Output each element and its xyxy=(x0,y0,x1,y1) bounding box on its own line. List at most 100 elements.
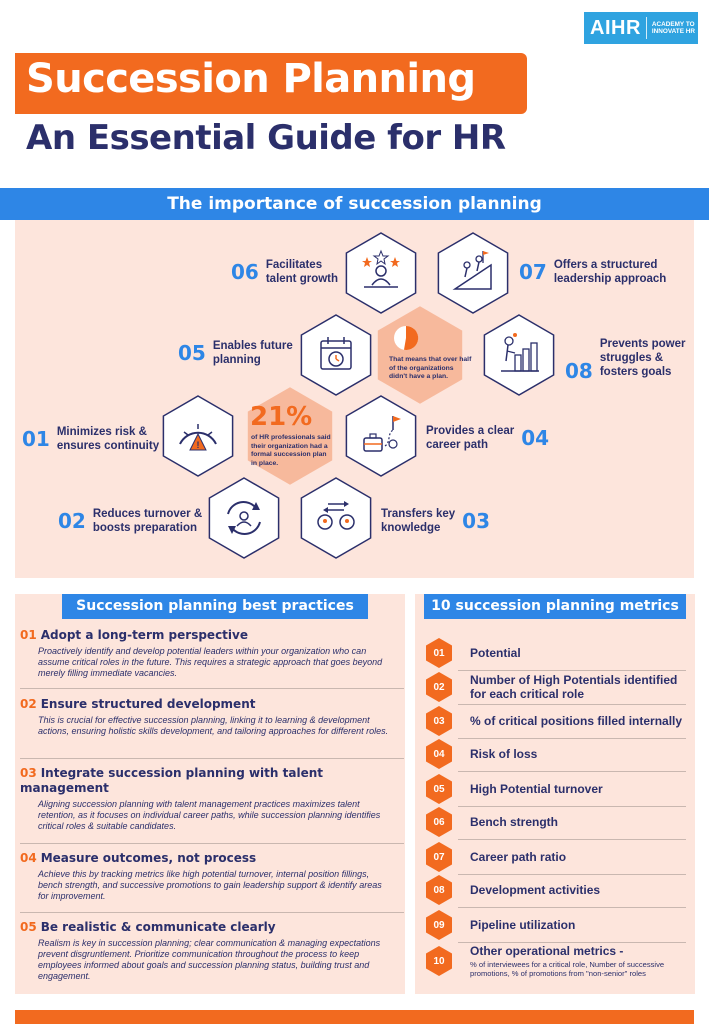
importance-label: Minimizes risk & ensures continuity xyxy=(56,426,160,452)
divider xyxy=(20,843,404,844)
practice-description: Aligning succession planning with talent… xyxy=(38,799,381,831)
metric-label: Pipeline utilization xyxy=(470,918,576,932)
knowledge-transfer-icon xyxy=(300,477,372,559)
importance-label: Prevents power struggles & fosters goals xyxy=(599,338,686,378)
divider xyxy=(458,771,686,772)
metric-number: 08 xyxy=(433,884,445,896)
turnover-cycle-icon xyxy=(208,477,280,559)
leadership-climb-icon xyxy=(437,232,509,314)
metric-label: Other operational metrics -% of intervie… xyxy=(470,944,695,978)
logo-wordmark: AIHR xyxy=(590,16,641,39)
metric-number-badge: 10 xyxy=(425,946,453,976)
metric-label: Bench strength xyxy=(470,815,559,829)
metric-item-04: 04 Risk of loss xyxy=(425,739,695,769)
career-path-icon xyxy=(345,395,417,477)
best-practices-heading: Succession planning best practices xyxy=(62,594,368,619)
importance-number: 06 xyxy=(231,260,259,284)
importance-number: 03 xyxy=(462,509,491,533)
metric-item-09: 09 Pipeline utilization xyxy=(425,910,695,940)
divider xyxy=(458,704,686,705)
stat-half-description: That means that over half of the organiz… xyxy=(389,356,472,380)
metric-number: 09 xyxy=(433,919,445,931)
divider xyxy=(20,758,404,759)
footer-bar xyxy=(15,1010,694,1024)
divider xyxy=(20,688,404,689)
metric-label: % of critical positions filled internall… xyxy=(470,714,683,728)
practice-description: Achieve this by tracking metrics like hi… xyxy=(38,869,382,901)
talent-stars-icon xyxy=(345,232,417,314)
importance-label: Reduces turnover & boosts preparation xyxy=(92,508,203,534)
importance-number: 08 xyxy=(565,359,593,383)
metric-item-03: 03 % of critical positions filled interna… xyxy=(425,706,695,736)
divider xyxy=(458,738,686,739)
metric-number-badge: 09 xyxy=(425,910,453,940)
metric-number-badge: 07 xyxy=(425,842,453,872)
importance-item-05: 05 Enables future planning xyxy=(178,339,293,367)
metrics-panel xyxy=(415,594,695,994)
stat-21-percent: 21% xyxy=(250,402,313,432)
metric-number-badge: 03 xyxy=(425,706,453,736)
metric-label: Development activities xyxy=(470,883,601,897)
importance-item-07: 07 Offers a structured leadership approa… xyxy=(519,258,666,286)
metric-number-badge: 02 xyxy=(425,672,453,702)
metric-number-badge: 06 xyxy=(425,807,453,837)
pie-chart-icon xyxy=(394,325,419,350)
metric-item-08: 08 Development activities xyxy=(425,875,695,905)
importance-item-03: 03 Transfers key knowledge xyxy=(381,507,490,535)
metric-label: Number of High Potentials identified for… xyxy=(470,673,678,701)
metric-sub-label: % of interviewees for a critical role, N… xyxy=(470,960,665,978)
practice-description: Proactively identify and develop potenti… xyxy=(38,646,383,678)
metric-item-02: 02 Number of High Potentials identified f… xyxy=(425,672,695,702)
divider xyxy=(458,839,686,840)
metric-item-07: 07 Career path ratio xyxy=(425,842,695,872)
metric-number-badge: 05 xyxy=(425,774,453,804)
logo-divider xyxy=(645,17,647,39)
divider xyxy=(458,942,686,943)
page-subtitle: An Essential Guide for HR xyxy=(26,118,506,158)
metric-number-badge: 01 xyxy=(425,638,453,668)
metric-item-10: 10 Other operational metrics -% of interv… xyxy=(425,944,695,978)
divider xyxy=(458,874,686,875)
importance-item-02: 02 Reduces turnover & boosts preparation xyxy=(58,507,202,535)
metric-label: Career path ratio xyxy=(470,850,567,864)
power-struggle-icon xyxy=(483,314,555,396)
importance-label: Offers a structured leadership approach xyxy=(553,259,667,285)
metrics-heading: 10 succession planning metrics xyxy=(424,594,686,619)
metric-label: Risk of loss xyxy=(470,747,538,761)
metric-number: 05 xyxy=(433,783,445,795)
metric-number: 10 xyxy=(433,955,445,967)
metric-number: 02 xyxy=(433,681,445,693)
importance-number: 02 xyxy=(58,509,86,533)
page-title: Succession Planning xyxy=(26,56,476,102)
metric-number-badge: 04 xyxy=(425,739,453,769)
metric-item-06: 06 Bench strength xyxy=(425,807,695,837)
practice-description: Realism is key in succession planning; c… xyxy=(38,938,381,981)
metric-number: 03 xyxy=(433,715,445,727)
importance-number: 07 xyxy=(519,260,547,284)
best-practices-panel xyxy=(15,594,405,994)
importance-label: Enables future planning xyxy=(212,340,293,366)
metric-number: 06 xyxy=(433,816,445,828)
metric-number: 04 xyxy=(433,748,445,760)
stat-21-description: of HR professionals said their organizat… xyxy=(251,434,331,467)
metric-number: 07 xyxy=(433,851,445,863)
importance-item-04: 04 Provides a clear career path xyxy=(426,424,549,452)
importance-number: 04 xyxy=(521,426,550,450)
importance-item-06: 06 Facilitates talent growth xyxy=(231,258,338,286)
divider xyxy=(458,907,686,908)
importance-label: Facilitates talent growth xyxy=(265,259,339,285)
metric-number-badge: 08 xyxy=(425,875,453,905)
